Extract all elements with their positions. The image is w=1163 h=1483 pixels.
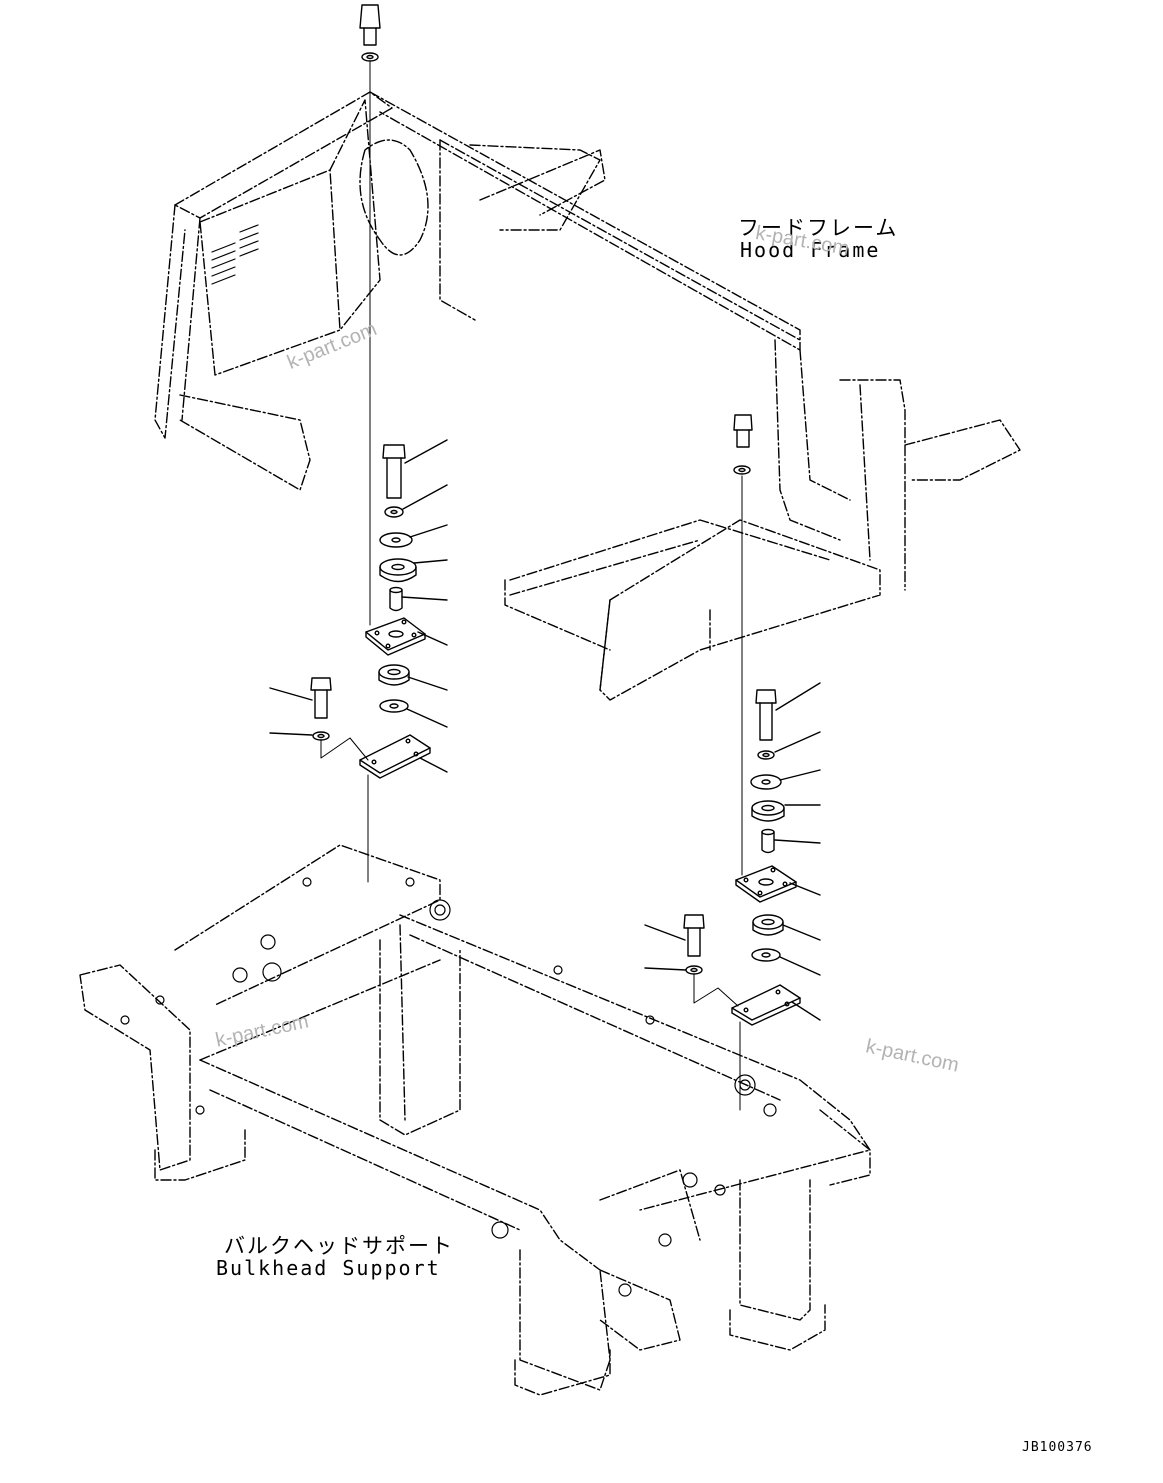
hood-frame-label-en: Hood Frame <box>740 238 881 262</box>
bulkhead-holes <box>120 877 777 1297</box>
bulkhead-support-label-en: Bulkhead Support <box>216 1256 441 1280</box>
hood-frame-drawing <box>154 91 1021 701</box>
left-mount-stack <box>269 4 448 883</box>
right-mount-stack <box>644 414 821 1111</box>
drawing-code: JB100376 <box>1022 1440 1093 1455</box>
hood-frame-label-jp: フードフレーム <box>738 216 899 240</box>
bulkhead-support-drawing <box>79 844 871 1396</box>
vent-slots <box>211 224 259 285</box>
bulkhead-support-label-jp: バルクヘッドサポート <box>224 1234 454 1258</box>
